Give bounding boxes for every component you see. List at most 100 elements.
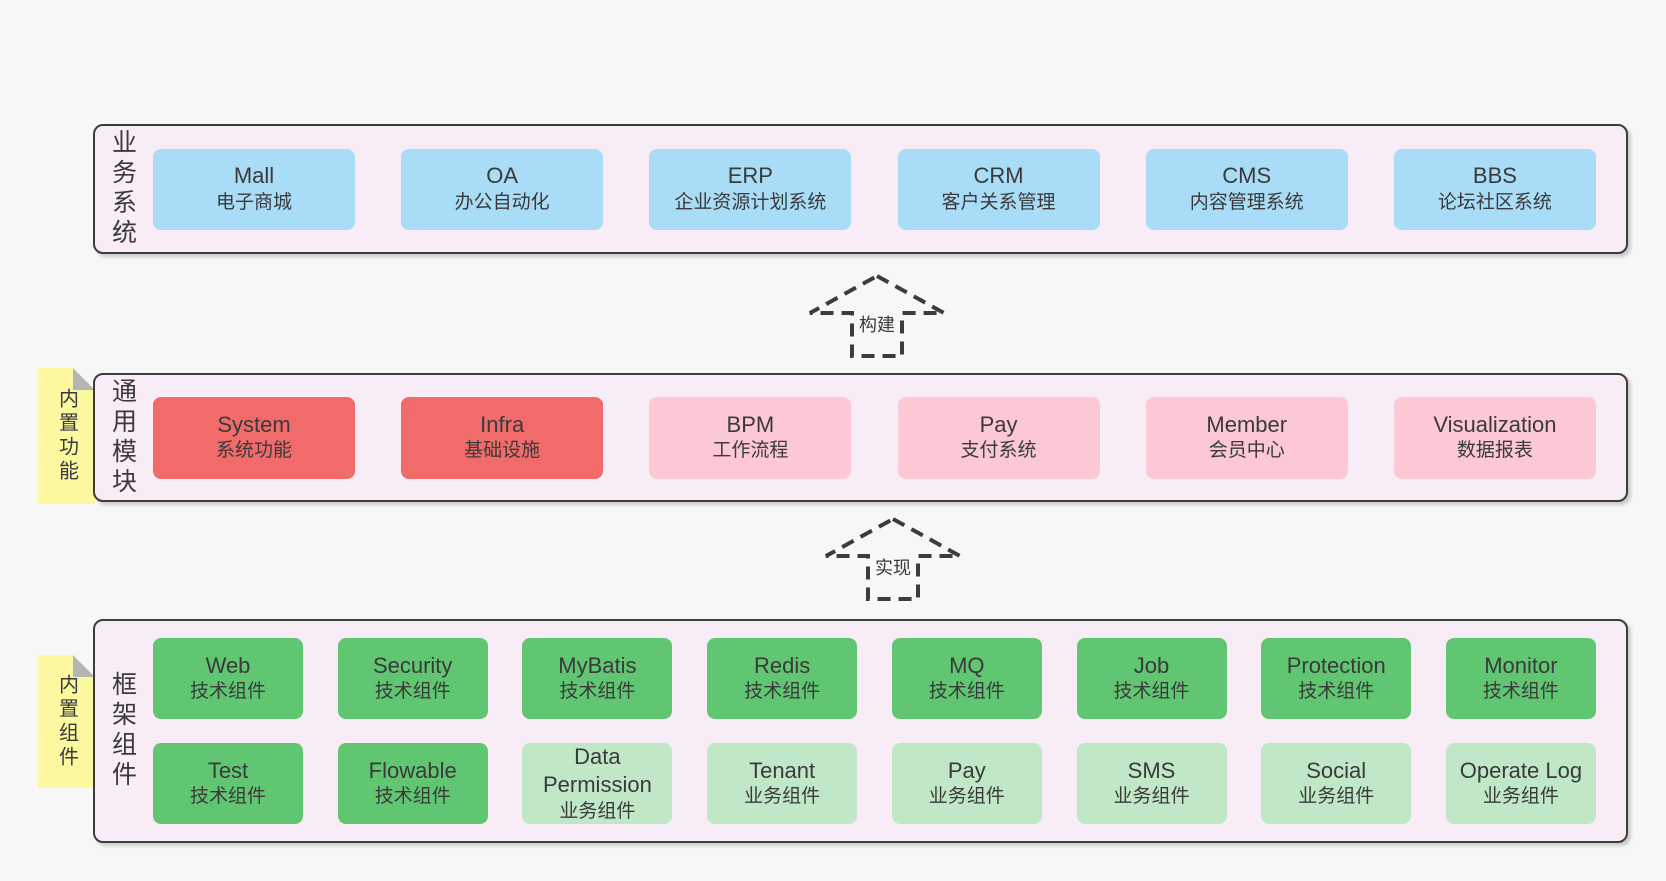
box-title: Pay <box>947 757 986 783</box>
box-title: Data Permission <box>543 743 652 798</box>
box-title: SMS <box>1127 757 1176 783</box>
box-subtitle: 业务组件 <box>1113 786 1190 808</box>
box-subtitle: 技术组件 <box>559 681 636 703</box>
box-system: System 系统功能 <box>153 396 355 479</box>
band-label-text: 通用模块 <box>108 377 137 498</box>
box-title: Redis <box>753 652 811 678</box>
sticky-fold-corner <box>73 655 95 677</box>
box-visualization: Visualization 数据报表 <box>1393 396 1596 479</box>
box-title: Protection <box>1286 652 1386 678</box>
dashed-arrow-implement: 实现 <box>823 514 963 604</box>
box-title: Monitor <box>1484 652 1558 678</box>
box-subtitle: 会员中心 <box>1208 440 1285 462</box>
box-subtitle: 技术组件 <box>744 681 821 703</box>
box-title: Job <box>1133 652 1170 678</box>
box-title: MyBatis <box>558 652 637 678</box>
box-operate-log: Operate Log 业务组件 <box>1445 743 1596 824</box>
box-title: Member <box>1206 411 1288 437</box>
box-title: CRM <box>973 163 1024 189</box>
box-test: Test 技术组件 <box>153 743 303 824</box>
box-title: Security <box>372 652 453 678</box>
band-label-business-systems: 业务系统 <box>95 126 149 252</box>
sticky-note-label: 内置组件 <box>55 673 78 770</box>
box-cms: CMS 内容管理系统 <box>1145 148 1348 230</box>
framework-components-grid: Web 技术组件 Security 技术组件 MyBatis 技术组件 Redi… <box>149 621 1626 841</box>
box-job: Job 技术组件 <box>1076 638 1227 719</box>
box-subtitle: 技术组件 <box>374 786 451 808</box>
sticky-fold-corner <box>73 368 95 390</box>
common-modules-row: System 系统功能 Infra 基础设施 BPM 工作流程 Pay 支付系统… <box>149 375 1626 500</box>
box-title: Flowable <box>368 757 457 783</box>
box-subtitle: 业务组件 <box>1298 786 1375 808</box>
box-subtitle: 业务组件 <box>928 786 1005 808</box>
box-subtitle: 业务组件 <box>744 786 821 808</box>
sticky-note-built-in-features: 内置功能 <box>38 368 95 504</box>
box-subtitle: 客户关系管理 <box>941 191 1056 213</box>
box-subtitle: 支付系统 <box>960 440 1037 462</box>
box-monitor: Monitor 技术组件 <box>1445 638 1596 719</box>
box-mybatis: MyBatis 技术组件 <box>522 638 673 719</box>
box-subtitle: 技术组件 <box>374 681 451 703</box>
box-subtitle: 电子商城 <box>215 191 292 213</box>
box-security: Security 技术组件 <box>337 638 488 719</box>
box-title: CMS <box>1222 163 1272 189</box>
box-subtitle: 技术组件 <box>189 786 266 808</box>
box-subtitle: 数据报表 <box>1456 440 1533 462</box>
box-bpm: BPM 工作流程 <box>649 396 852 479</box>
box-subtitle: 技术组件 <box>1113 681 1190 703</box>
band-business-systems: 业务系统 Mall 电子商城 OA 办公自动化 ERP 企业资源计划系统 CRM… <box>93 124 1628 254</box>
box-title: MQ <box>949 652 985 678</box>
band-label-common-modules: 通用模块 <box>95 375 149 500</box>
box-crm: CRM 客户关系管理 <box>897 148 1100 230</box>
sticky-note-label: 内置功能 <box>55 388 78 484</box>
box-title: OA <box>486 163 519 189</box>
box-flowable: Flowable 技术组件 <box>337 743 488 824</box>
box-title: BBS <box>1472 163 1517 189</box>
box-tenant: Tenant 业务组件 <box>707 743 858 824</box>
box-web: Web 技术组件 <box>153 638 303 719</box>
box-title: Social <box>1306 757 1367 783</box>
box-subtitle: 论坛社区系统 <box>1437 191 1552 213</box>
box-subtitle: 业务组件 <box>559 800 636 822</box>
box-erp: ERP 企业资源计划系统 <box>649 148 852 230</box>
box-pay: Pay 支付系统 <box>897 396 1100 479</box>
box-subtitle: 基础设施 <box>464 440 541 462</box>
box-pay-business: Pay 业务组件 <box>891 743 1042 824</box>
box-title: Pay <box>979 411 1018 437</box>
box-social: Social 业务组件 <box>1261 743 1412 824</box>
box-title: Web <box>205 652 251 678</box>
sticky-note-built-in-components: 内置组件 <box>38 655 95 788</box>
box-subtitle: 技术组件 <box>928 681 1005 703</box>
box-title: Visualization <box>1433 411 1557 437</box>
box-subtitle: 办公自动化 <box>454 191 550 213</box>
box-bbs: BBS 论坛社区系统 <box>1393 148 1596 230</box>
business-systems-row: Mall 电子商城 OA 办公自动化 ERP 企业资源计划系统 CRM 客户关系… <box>149 126 1626 252</box>
arrow-label: 实现 <box>872 554 914 580</box>
box-mq: MQ 技术组件 <box>891 638 1042 719</box>
band-framework-components: 框架组件 Web 技术组件 Security 技术组件 MyBatis 技术组件… <box>93 619 1628 843</box>
box-title: ERP <box>727 163 773 189</box>
arrow-label: 构建 <box>856 311 898 337</box>
box-title: Infra <box>480 411 525 437</box>
dashed-arrow-build: 构建 <box>807 271 947 361</box>
box-title: Tenant <box>749 757 816 783</box>
box-title: Test <box>207 757 249 783</box>
box-subtitle: 技术组件 <box>189 681 266 703</box>
box-protection: Protection 技术组件 <box>1261 638 1412 719</box>
band-label-text: 框架组件 <box>108 671 137 791</box>
box-infra: Infra 基础设施 <box>401 396 604 479</box>
box-title: Mall <box>233 163 275 189</box>
box-data-permission: Data Permission 业务组件 <box>522 743 673 824</box>
box-subtitle: 技术组件 <box>1482 681 1559 703</box>
box-redis: Redis 技术组件 <box>707 638 858 719</box>
box-title: Operate Log <box>1459 757 1583 783</box>
band-common-modules: 通用模块 System 系统功能 Infra 基础设施 BPM 工作流程 Pay… <box>93 373 1628 502</box>
box-member: Member 会员中心 <box>1145 396 1348 479</box>
box-title: System <box>217 411 291 437</box>
box-subtitle: 技术组件 <box>1298 681 1375 703</box>
band-label-framework-components: 框架组件 <box>95 621 149 841</box>
box-oa: OA 办公自动化 <box>401 148 604 230</box>
box-title: BPM <box>726 411 775 437</box>
box-subtitle: 内容管理系统 <box>1189 191 1304 213</box>
